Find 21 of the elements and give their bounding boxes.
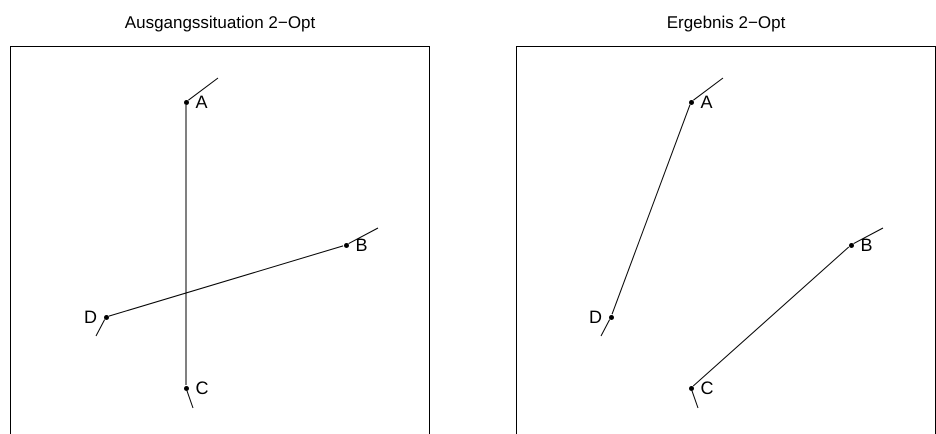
- point-label: C: [700, 378, 714, 398]
- line-stub: [186, 390, 194, 408]
- line-stub: [600, 319, 610, 336]
- point-label: D: [84, 307, 97, 327]
- connecting-line: [692, 246, 850, 386]
- panel-title: Ergebnis 2−Opt: [666, 13, 786, 33]
- point-label: B: [356, 235, 368, 255]
- line-stub: [692, 390, 698, 408]
- connecting-line: [612, 104, 690, 315]
- panel-title: Ausgangssituation 2−Opt: [124, 13, 316, 33]
- line-stub: [348, 228, 378, 244]
- point-label: A: [196, 92, 208, 112]
- line-stub: [188, 78, 218, 101]
- point-label: C: [196, 378, 208, 398]
- point-label: B: [860, 235, 873, 255]
- line-stub: [692, 78, 724, 101]
- point-label: D: [589, 307, 602, 327]
- line-stub: [96, 319, 106, 336]
- connecting-line: [108, 245, 344, 317]
- point-label: A: [700, 92, 713, 112]
- line-stub: [853, 228, 884, 244]
